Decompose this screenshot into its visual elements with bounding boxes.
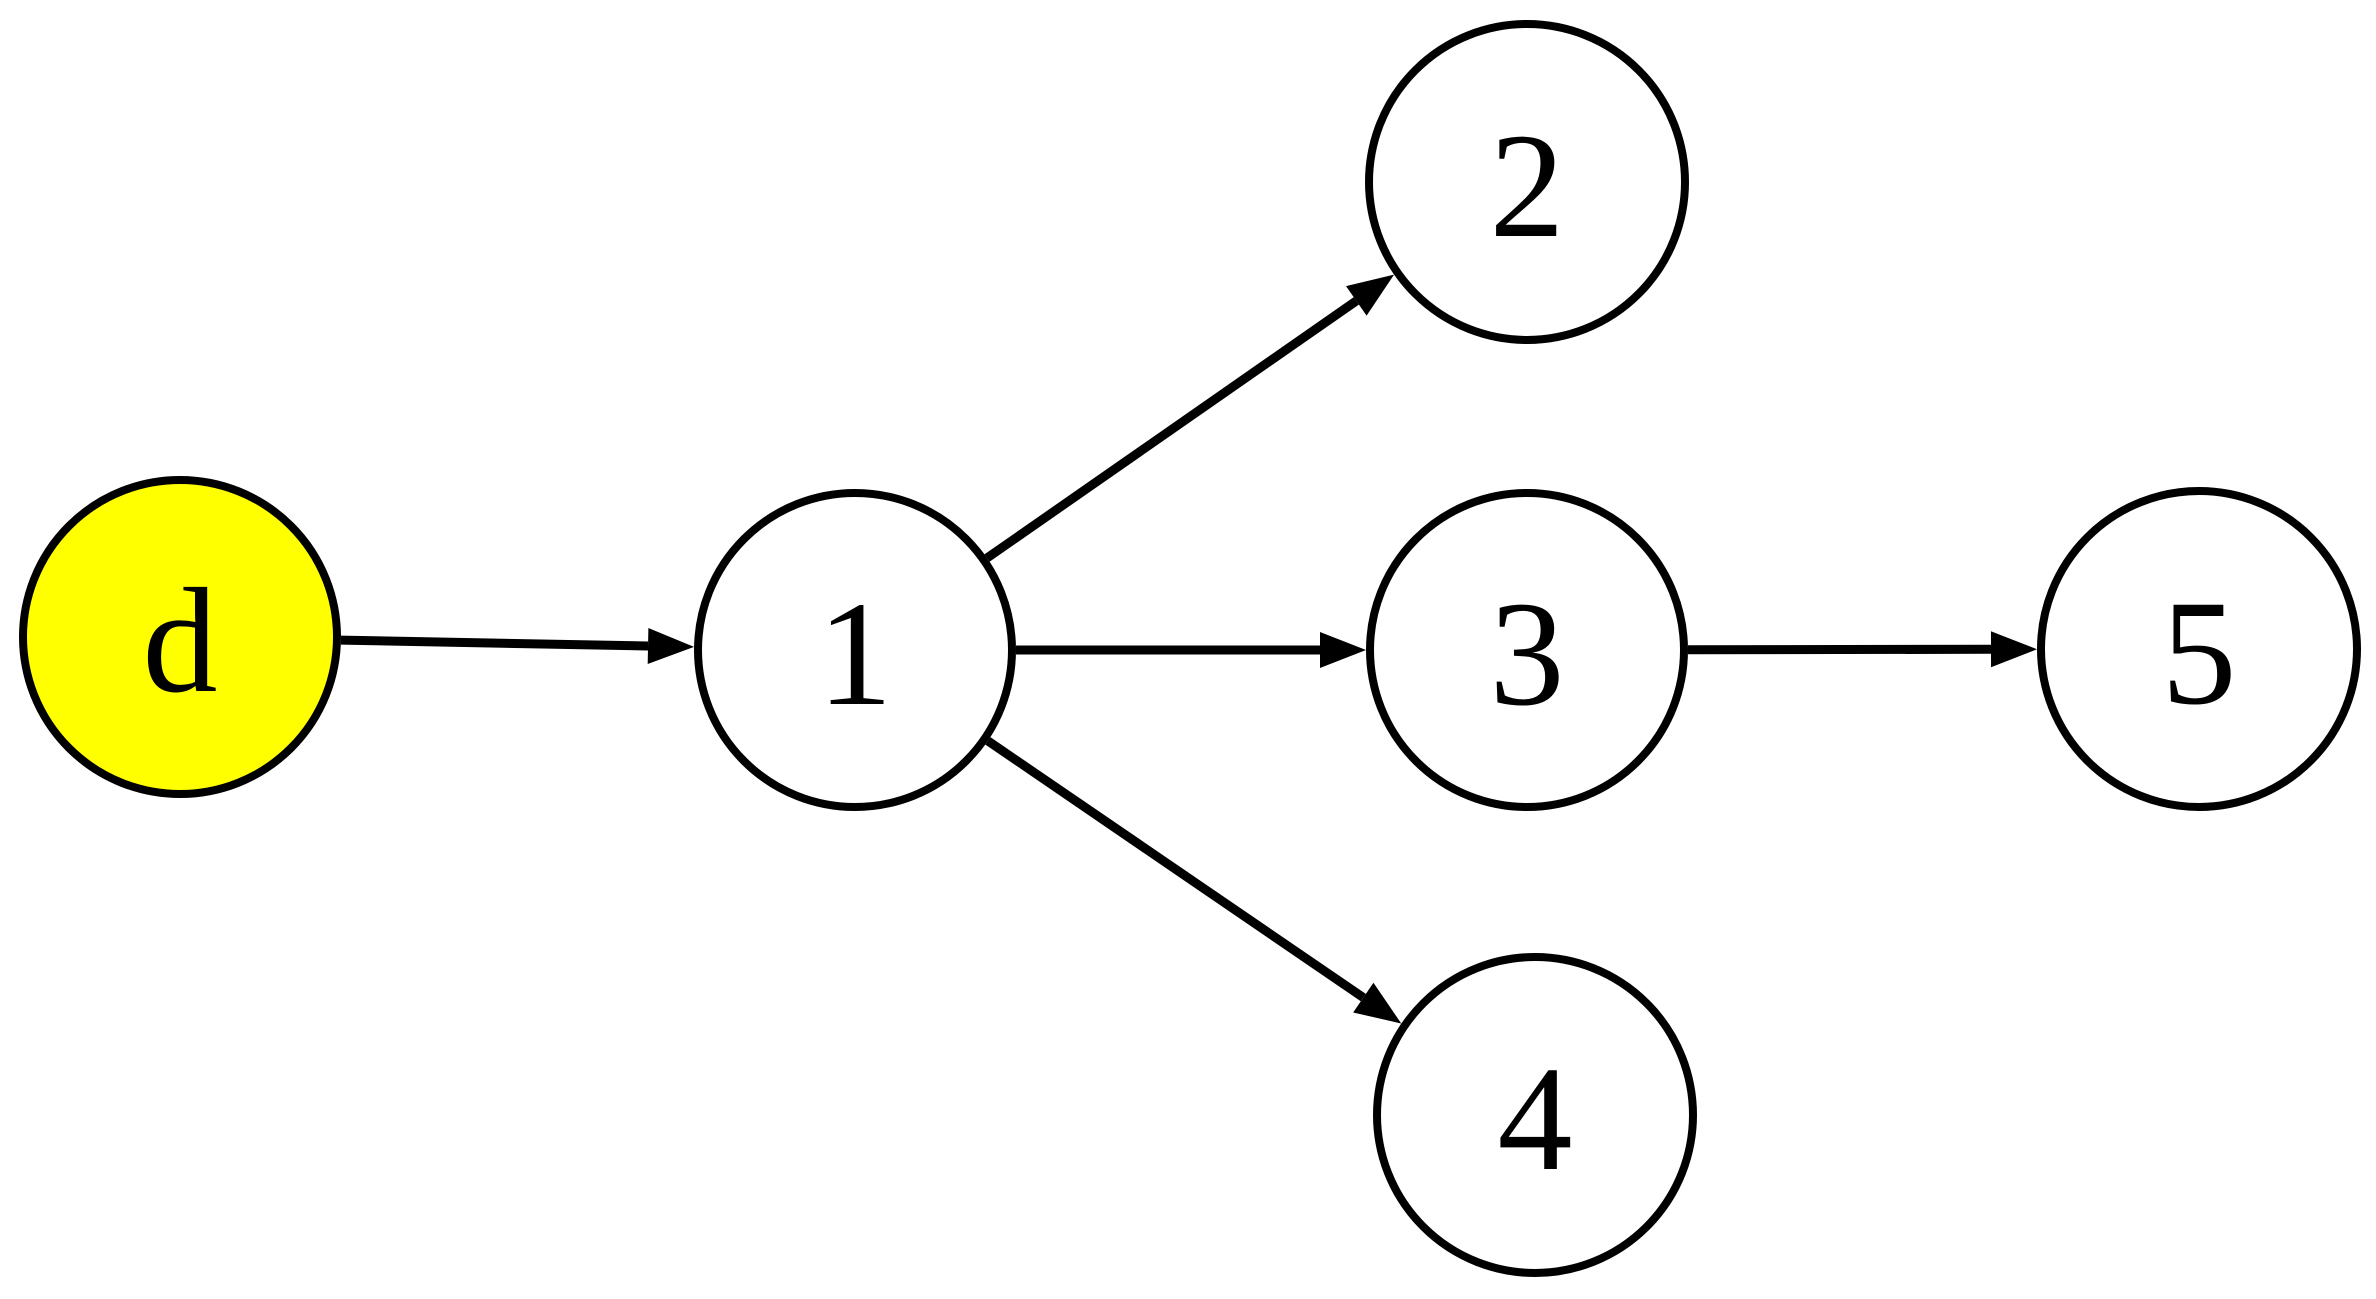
edge-arrowhead-icon bbox=[1346, 274, 1395, 316]
graph-node-2[interactable]: 2 bbox=[1365, 20, 1689, 344]
edge-arrowhead-icon bbox=[647, 628, 695, 665]
graph-node-3[interactable]: 3 bbox=[1366, 489, 1688, 811]
node-circle[interactable] bbox=[1373, 953, 1697, 1277]
graph-edge bbox=[340, 628, 695, 665]
graph-node-5[interactable]: 5 bbox=[2037, 487, 2361, 811]
edge-line bbox=[984, 297, 1359, 562]
graph-node-1[interactable]: 1 bbox=[694, 489, 1016, 811]
edge-line bbox=[340, 635, 649, 651]
node-circle[interactable] bbox=[1365, 20, 1689, 344]
graph-edge bbox=[1687, 631, 2038, 668]
graph-edge bbox=[985, 737, 1402, 1024]
edge-line bbox=[985, 737, 1366, 1002]
node-circle[interactable] bbox=[1366, 489, 1688, 811]
edge-arrowhead-icon bbox=[1990, 631, 2038, 668]
edge-arrowhead-icon bbox=[1320, 632, 1366, 668]
node-circle[interactable] bbox=[2037, 487, 2361, 811]
graph-edge bbox=[984, 274, 1395, 562]
graph-node-d[interactable]: d bbox=[19, 476, 341, 798]
edge-layer bbox=[340, 274, 2038, 1024]
edge-arrowhead-icon bbox=[1353, 982, 1402, 1024]
node-circle[interactable] bbox=[694, 489, 1016, 811]
graph-node-4[interactable]: 4 bbox=[1373, 953, 1697, 1277]
graph-edge bbox=[1016, 632, 1366, 668]
node-circle[interactable] bbox=[19, 476, 341, 798]
